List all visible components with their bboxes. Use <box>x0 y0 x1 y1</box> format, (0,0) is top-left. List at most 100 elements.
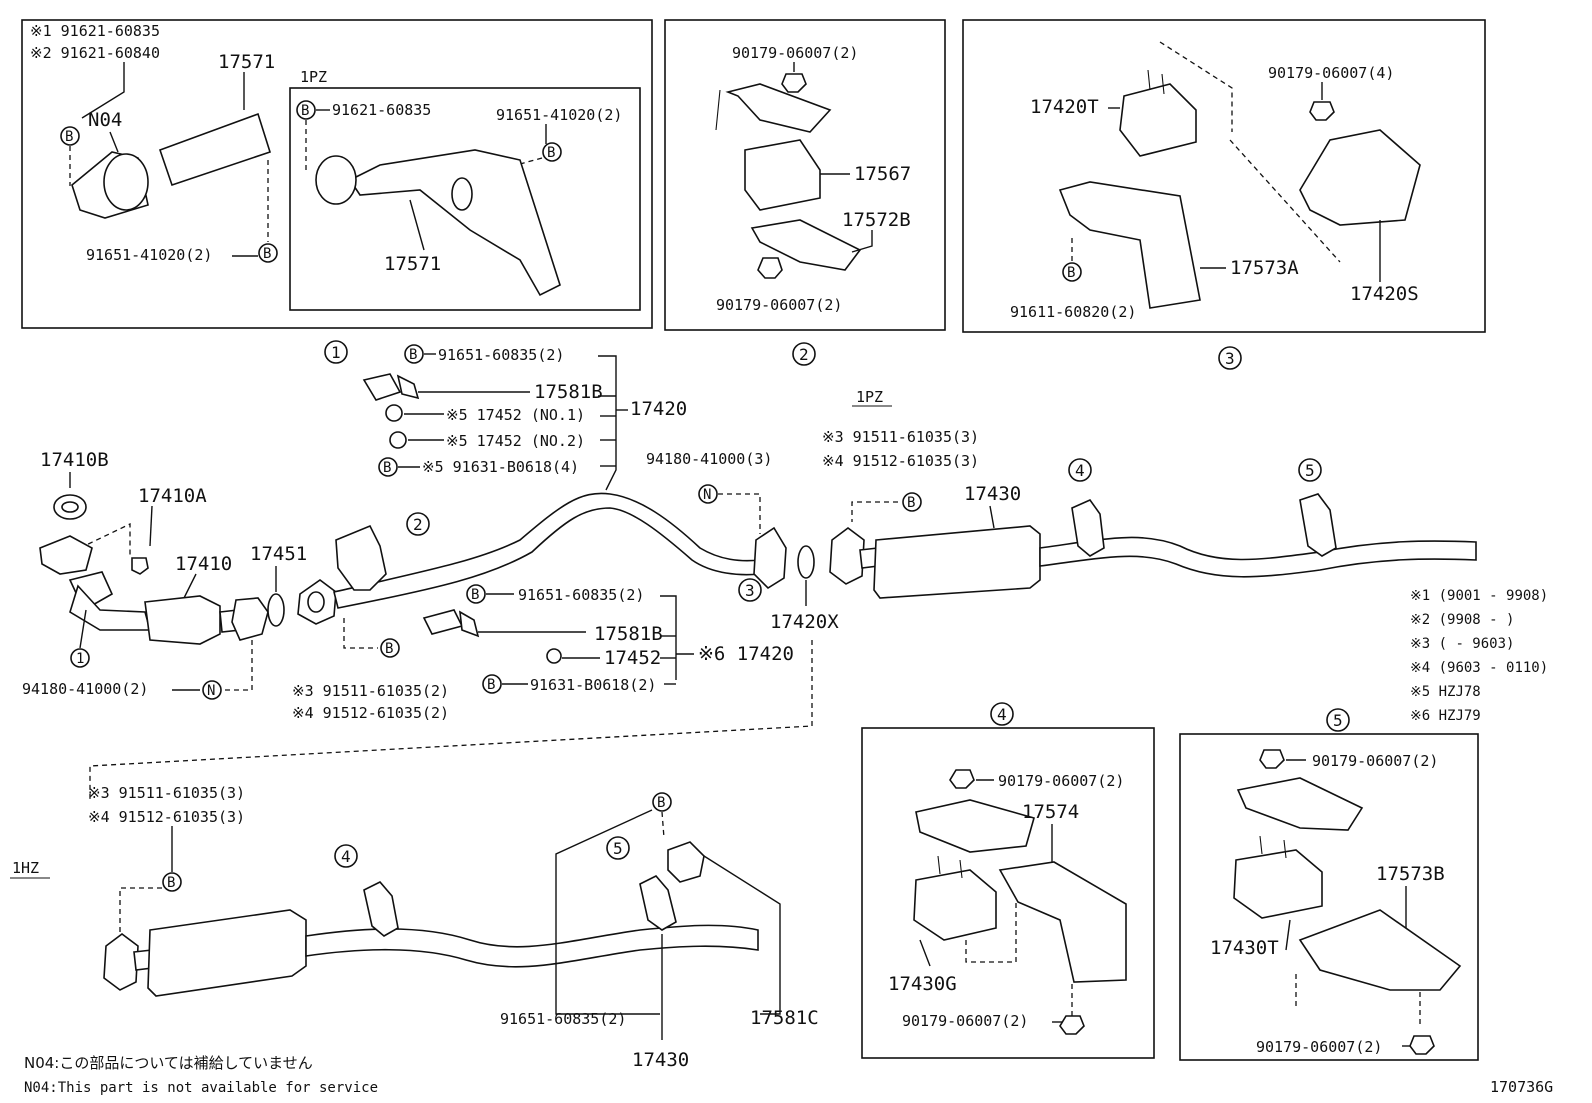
label-m-91512a: ※4 91512-61035(2) <box>292 704 449 722</box>
label-m-91651a: 91651-60835(2) <box>438 346 564 364</box>
label-m-94180l: 94180-41000(2) <box>22 680 148 698</box>
dash-line <box>1159 41 1233 132</box>
dash-line <box>1229 139 1341 263</box>
label-h-91512: ※4 91512-61035(3) <box>88 808 245 826</box>
label-p1-note1: ※1 91621-60835 <box>30 22 160 40</box>
label-p3-17420s: 17420S <box>1350 283 1419 305</box>
callout-4-text: 4 <box>997 705 1007 724</box>
part-studs <box>937 855 963 879</box>
part-17410-flange <box>39 535 93 575</box>
leader-line <box>109 131 119 153</box>
label-m-91511b: ※3 91511-61035(3) <box>822 428 979 446</box>
callout-b <box>1062 262 1082 282</box>
label-h-91651: 91651-60835(2) <box>500 1010 626 1028</box>
callout-b <box>378 457 398 477</box>
part-17567-insulator <box>744 139 821 211</box>
panel-2-frame <box>664 19 946 331</box>
dash-line <box>343 618 378 649</box>
kit-bracket-line <box>555 809 660 1015</box>
callout-b-text: B <box>1067 265 1075 281</box>
legend-4: ※4 (9603 - 0110) <box>1410 660 1548 676</box>
callout-b-text: B <box>301 103 309 119</box>
label-m-91512b: ※4 91512-61035(3) <box>822 452 979 470</box>
part-mount-plate <box>1236 777 1364 831</box>
leader-line <box>919 939 931 967</box>
callout-b <box>542 142 562 162</box>
callout-b-text: B <box>167 875 175 891</box>
label-p1-note2: ※2 91621-60840 <box>30 44 160 62</box>
part-gasket-hole <box>61 501 79 513</box>
label-p1-91621: 91621-60835 <box>332 101 431 119</box>
label-h-91511: ※3 91511-61035(3) <box>88 784 245 802</box>
part-hanger-4 <box>1071 499 1105 557</box>
part-17581b-hanger-tab <box>396 374 420 400</box>
label-p2-90179a: 90179-06007(2) <box>732 44 858 62</box>
label-p5-17430t: 17430T <box>1210 937 1279 959</box>
panel-4-frame <box>861 727 1155 1059</box>
part-17572b-bracket <box>750 219 862 271</box>
dash-line <box>519 157 543 165</box>
callout-b <box>258 243 278 263</box>
leader-line <box>183 573 197 599</box>
label-m-17410: 17410 <box>175 553 232 575</box>
callout-5-main-text: 5 <box>1305 461 1315 480</box>
part-muffler-flange <box>829 527 865 585</box>
leader-line <box>1285 919 1291 951</box>
part-center-hanger-bracket <box>335 524 387 591</box>
part-tail-pipe <box>1039 536 1477 578</box>
label-h-17430: 17430 <box>632 1049 689 1071</box>
label-m-17420-b: ※6 17420 <box>698 643 794 665</box>
part-hz-tail-pipe <box>305 924 759 968</box>
dash-line <box>222 640 253 691</box>
panel-3: 17420T 90179-06007(4) 17420S 17573A B 91… <box>962 19 1486 333</box>
label-h-17581c: 17581C <box>750 1007 819 1029</box>
callout-5-hz <box>606 836 630 860</box>
label-p4-90179a: 90179-06007(2) <box>998 772 1124 790</box>
part-hz-hanger-4 <box>363 881 399 937</box>
callout-1-small-text: 1 <box>76 651 84 667</box>
callout-b <box>296 100 316 120</box>
callout-b <box>60 126 80 146</box>
part-17573a-bracket <box>1058 181 1201 309</box>
callout-b <box>404 344 424 364</box>
callout-b <box>380 638 400 658</box>
label-p1-n04: N04 <box>88 109 122 131</box>
callout-b <box>902 492 922 512</box>
callout-n <box>698 484 718 504</box>
panel-1-1pz-frame <box>289 87 641 311</box>
label-p1-17571b: 17571 <box>384 253 441 275</box>
dash-line <box>79 522 131 556</box>
panel-4: 4 90179-06007(2) 17574 17430G 90179-0600… <box>861 702 1155 1059</box>
part-nut <box>781 73 807 93</box>
dash-line <box>718 493 761 534</box>
label-p1-b91651: 91651-41020(2) <box>86 246 212 264</box>
part-17420t-insulator <box>1119 83 1197 157</box>
label-m-17410a: 17410A <box>138 485 207 507</box>
callout-1-small <box>70 648 90 668</box>
dash-line <box>119 887 162 934</box>
part-studs <box>1147 69 1165 95</box>
label-p2-17567: 17567 <box>854 163 911 185</box>
hz-engine-label: 1HZ <box>12 859 39 877</box>
callout-b-text: B <box>65 129 73 145</box>
footnotes: N04:この部品については補給していません N04:This part is n… <box>24 1054 1553 1096</box>
part-17420s-bracket <box>1299 129 1421 226</box>
leader-line <box>149 505 153 547</box>
part-17430g-insulator <box>913 869 997 941</box>
part-17581b-hanger <box>362 373 402 401</box>
part-17420x-gasket <box>797 545 815 579</box>
part-hanger-5 <box>1299 493 1337 557</box>
hz-assembly: 1HZ ※3 91511-61035(3) ※4 91512-61035(3) … <box>10 784 819 1071</box>
label-p5-90179a: 90179-06007(2) <box>1312 752 1438 770</box>
leader-line <box>79 609 87 649</box>
part-flange-hole <box>307 591 325 613</box>
callout-b-text: B <box>657 795 665 811</box>
panel-2: 90179-06007(2) 17567 17572B 90179-06007(… <box>664 19 946 331</box>
label-m-91631b: 91631-B0618(2) <box>530 676 656 694</box>
part-17430t-insulator <box>1233 849 1323 919</box>
legend-2: ※2 (9908 - ) <box>1410 612 1514 628</box>
callout-b <box>482 674 502 694</box>
part-17581b-tab-lower <box>459 610 480 638</box>
part-17451-gasket <box>267 593 285 627</box>
